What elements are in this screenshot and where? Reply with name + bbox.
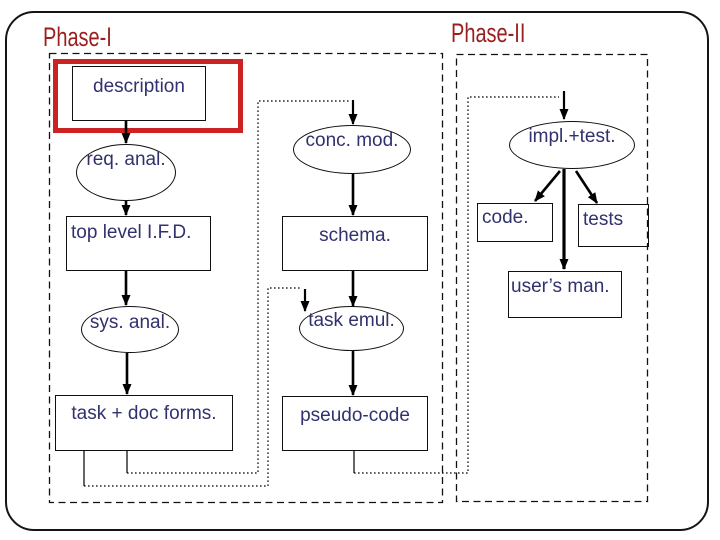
node-tests: tests — [578, 204, 649, 247]
node-code-label: code. — [482, 207, 529, 228]
node-users-man-label: user’s man. — [511, 276, 610, 297]
node-top-level-ifd: top level I.F.D. — [66, 216, 211, 271]
phase1-title: Phase-I — [43, 22, 112, 52]
node-users-man: user’s man. — [508, 271, 622, 318]
node-task-doc-forms-label: task + doc forms. — [71, 403, 217, 424]
node-task-emul-label: task emul. — [308, 310, 395, 331]
node-sys-anal-label: sys. anal. — [89, 312, 171, 333]
node-impl-test: impl.+test. — [509, 121, 635, 169]
arrow-impltest-to-tests — [574, 170, 599, 204]
node-req-anal: req. anal. — [76, 144, 176, 201]
node-schema: schema. — [282, 216, 428, 271]
node-task-emul: task emul. — [299, 306, 404, 351]
node-req-anal-label: req. anal. — [86, 149, 166, 170]
node-code: code. — [477, 203, 553, 242]
node-schema-label: schema. — [319, 225, 391, 246]
node-top-level-ifd-label: top level I.F.D. — [71, 222, 192, 243]
node-pseudo-code-label: pseudo-code — [300, 405, 410, 426]
node-description: description — [72, 66, 206, 121]
node-task-doc-forms: task + doc forms. — [55, 395, 233, 451]
node-conc-mod: conc. mod. — [293, 125, 411, 174]
node-impl-test-label: impl.+test. — [528, 126, 616, 147]
node-conc-mod-label: conc. mod. — [305, 130, 399, 151]
arrow-impltest-to-code — [534, 170, 561, 202]
connector-stubs — [83, 450, 355, 486]
phase2-title: Phase-II — [451, 18, 526, 48]
node-description-label: description — [93, 76, 185, 97]
node-tests-label: tests — [583, 209, 624, 230]
node-pseudo-code: pseudo-code — [282, 396, 428, 451]
node-sys-anal: sys. anal. — [81, 306, 179, 353]
